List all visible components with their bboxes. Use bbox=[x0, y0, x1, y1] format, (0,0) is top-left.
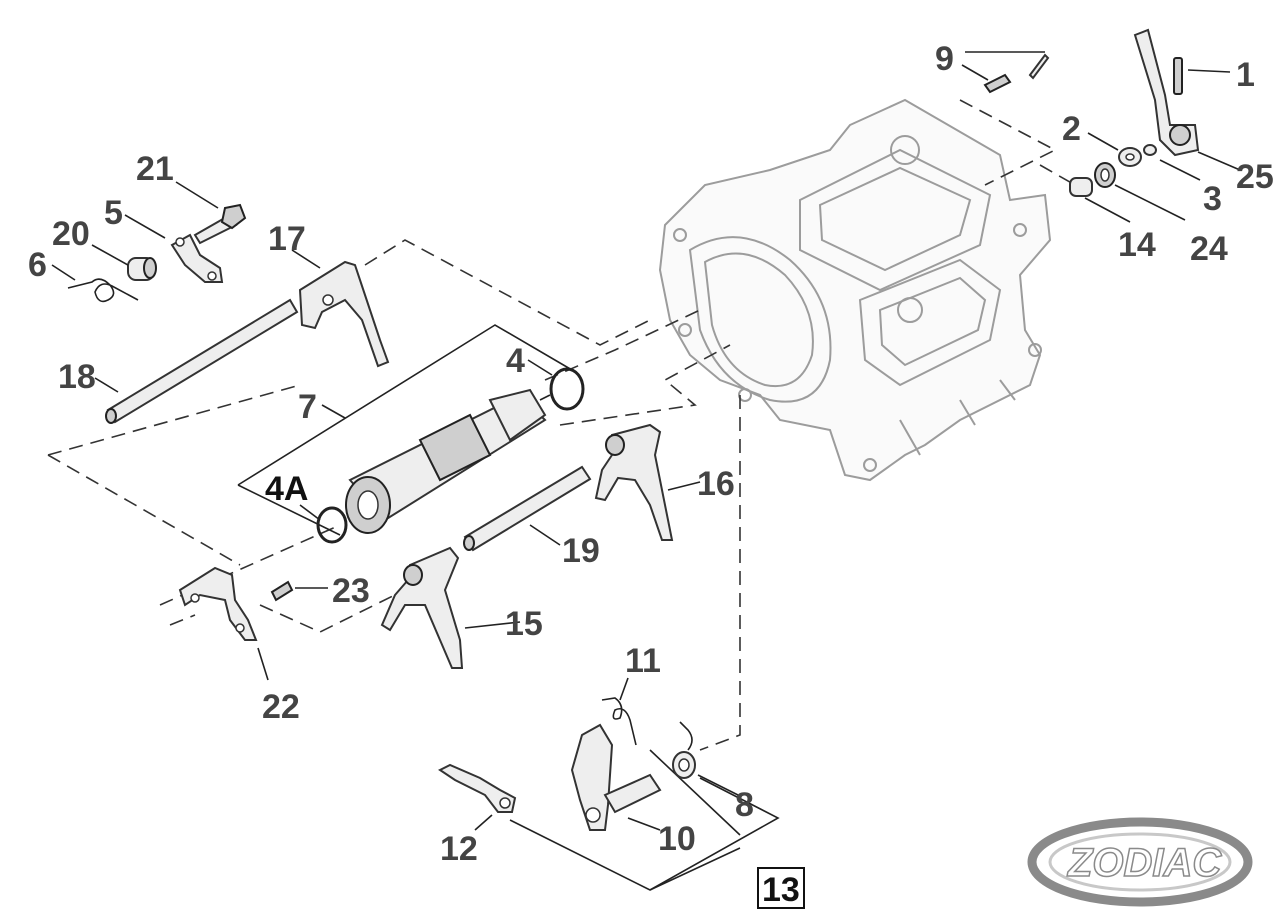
callout-24: 24 bbox=[1190, 230, 1228, 268]
group-brackets bbox=[237, 324, 780, 891]
callout-9: 9 bbox=[935, 40, 954, 78]
callout-15: 15 bbox=[505, 605, 543, 643]
callout-1: 1 bbox=[1236, 56, 1255, 94]
part-9-screw-and-pin bbox=[983, 53, 1050, 94]
callout-5: 5 bbox=[104, 194, 123, 232]
callout-7: 7 bbox=[298, 388, 317, 426]
part-2-washer bbox=[1118, 147, 1142, 167]
callout-19: 19 bbox=[562, 532, 600, 570]
part-16-fork bbox=[594, 423, 674, 541]
callout-3: 3 bbox=[1203, 180, 1222, 218]
part-18-shaft bbox=[105, 298, 299, 424]
callout-18: 18 bbox=[58, 358, 96, 396]
callout-25: 25 bbox=[1236, 158, 1274, 196]
leader-lines bbox=[51, 51, 1241, 831]
part-25-shift-lever bbox=[1133, 28, 1200, 157]
callout-10: 10 bbox=[658, 820, 696, 858]
callout-2: 2 bbox=[1062, 110, 1081, 148]
callout-13-box: 13 bbox=[757, 867, 805, 909]
part-22-plate bbox=[178, 566, 258, 641]
callout-22: 22 bbox=[262, 688, 300, 726]
part-11-spring bbox=[601, 697, 637, 746]
part-19-shaft bbox=[463, 465, 592, 552]
callout-21: 21 bbox=[136, 150, 174, 188]
callout-11: 11 bbox=[625, 642, 661, 680]
part-17-fork bbox=[298, 260, 390, 368]
callout-6: 6 bbox=[28, 246, 47, 284]
part-4a-ring bbox=[316, 506, 348, 544]
callout-14: 14 bbox=[1118, 226, 1156, 264]
callout-16: 16 bbox=[697, 465, 735, 503]
callout-17: 17 bbox=[268, 220, 306, 258]
transmission-case bbox=[658, 98, 1052, 482]
part-23-screw bbox=[270, 580, 294, 602]
part-24-seal bbox=[1094, 162, 1116, 188]
logo-swoosh bbox=[1027, 817, 1253, 907]
part-3-ring bbox=[1143, 144, 1157, 156]
callout-23: 23 bbox=[332, 572, 370, 610]
part-20-roller bbox=[127, 257, 157, 281]
part-8-spring bbox=[672, 721, 696, 779]
part-5-bracket bbox=[170, 233, 224, 283]
callout-8: 8 bbox=[735, 786, 754, 824]
part-15-fork bbox=[380, 546, 464, 669]
part-12-pawl bbox=[438, 763, 517, 813]
part-1-screw bbox=[1173, 57, 1183, 95]
part-10-shift-shaft bbox=[570, 723, 662, 831]
zodiac-logo: ZODIAC bbox=[1027, 817, 1253, 907]
callout-4a: 4A bbox=[265, 470, 308, 508]
callout-13: 13 bbox=[762, 871, 800, 909]
callout-4: 4 bbox=[506, 342, 525, 380]
logo-text: ZODIAC bbox=[1067, 841, 1222, 885]
callout-labels: 1 2 3 4 4A 5 6 7 8 9 10 11 12 13 14 15 1… bbox=[28, 40, 1274, 909]
part-14-bushing bbox=[1069, 177, 1093, 197]
part-7-shift-drum bbox=[345, 388, 551, 534]
part-4-ring bbox=[549, 367, 585, 411]
callout-20: 20 bbox=[52, 215, 90, 253]
part-21-bolt bbox=[193, 203, 247, 245]
part-6-spring bbox=[67, 278, 139, 303]
callout-12: 12 bbox=[440, 830, 478, 868]
